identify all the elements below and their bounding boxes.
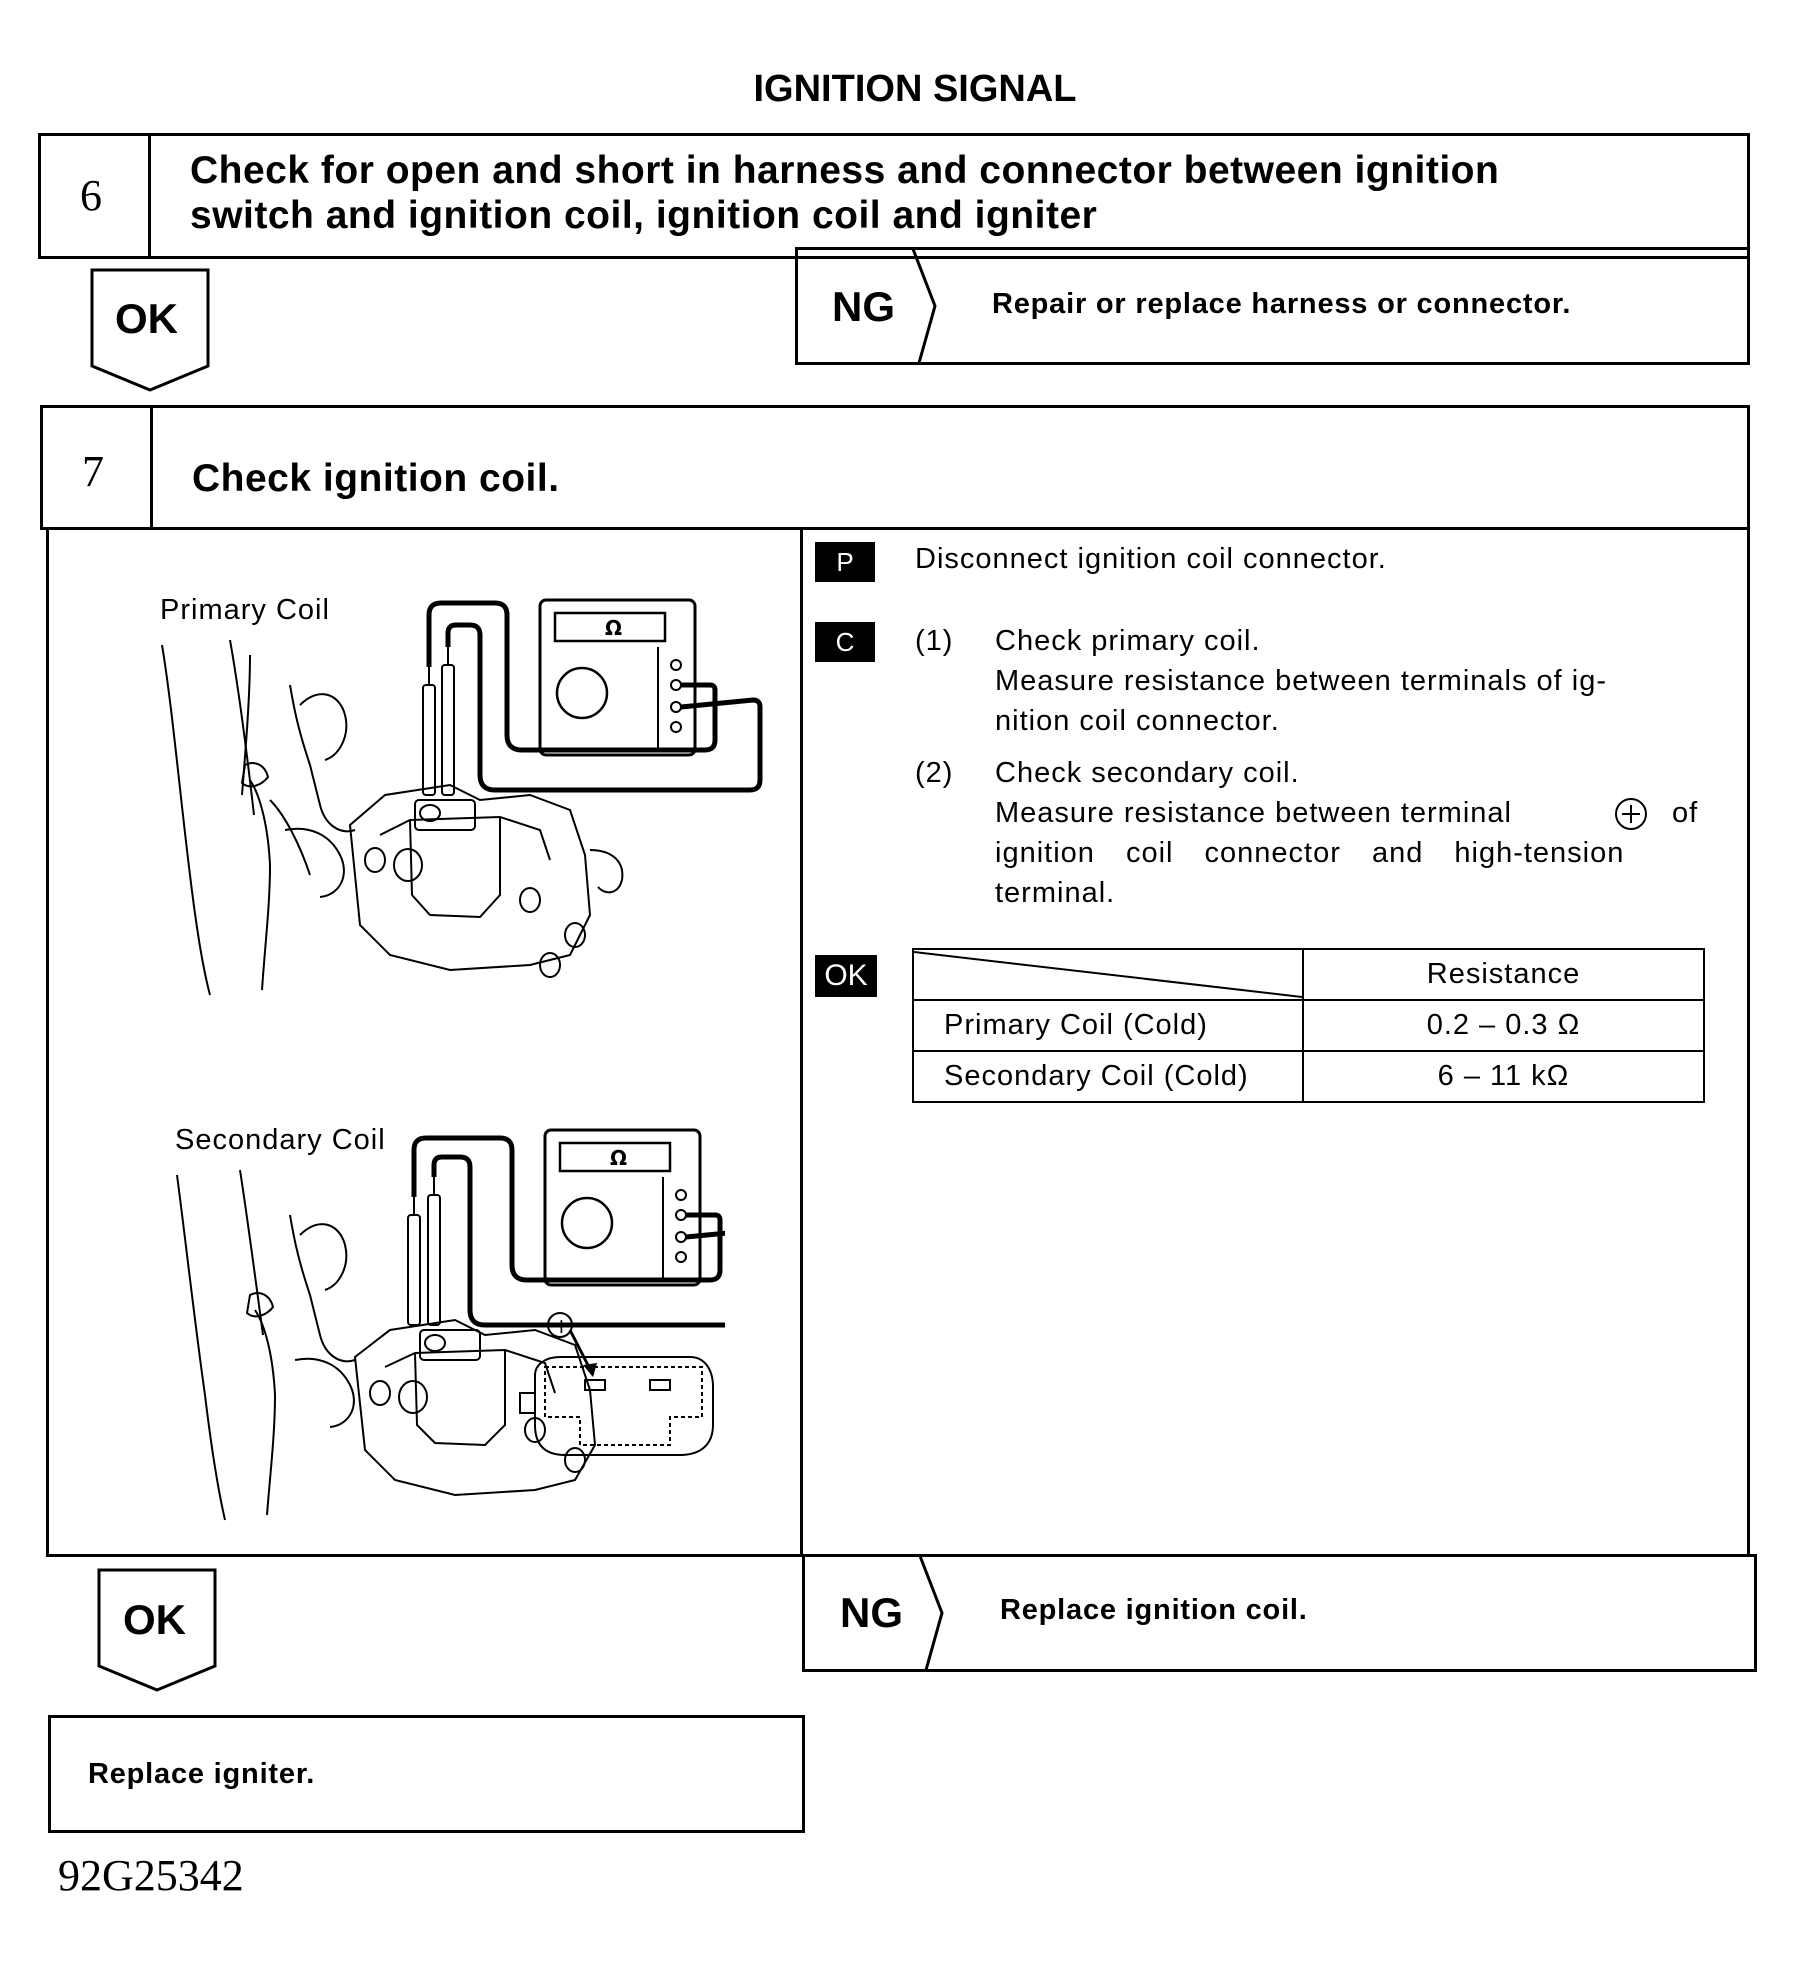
step6-ng-box — [795, 247, 1750, 365]
step6-ng-chevron — [911, 248, 937, 364]
step7-ng-action: Replace ignition coil. — [1000, 1594, 1308, 1626]
step7-ng-label: NG — [840, 1589, 903, 1636]
step6-divider — [148, 133, 151, 259]
c2-line2a: Measure resistance between terminal — [995, 797, 1512, 829]
resistance-table: Resistance Primary Coil (Cold) 0.2 – 0.3… — [912, 948, 1705, 1103]
c2-line2b: of — [1672, 797, 1699, 829]
secondary-coil-label: Secondary Coil — [175, 1124, 386, 1156]
table-row-value: 6 – 11 kΩ — [1302, 1050, 1705, 1103]
c2-line4: terminal. — [995, 877, 1116, 909]
c2-line3: ignition coil connector and high-tension — [995, 837, 1625, 869]
step6-box — [38, 133, 1750, 259]
step6-ok-label: OK — [115, 295, 178, 342]
step6-heading-line1: Check for open and short in harness and … — [190, 149, 1500, 192]
plus-symbol: + — [553, 1314, 570, 1338]
table-corner-cell — [912, 948, 1304, 1001]
step6-heading-line2: switch and ignition coil, ignition coil … — [190, 194, 1098, 237]
c1-line1: Check primary coil. — [995, 625, 1261, 657]
plus-terminal-icon — [1615, 798, 1647, 830]
c2-number: (2) — [915, 757, 954, 789]
c2-line1: Check secondary coil. — [995, 757, 1300, 789]
step7-number: 7 — [82, 447, 104, 496]
c-badge: C — [815, 622, 875, 662]
step7-column-divider — [800, 527, 803, 1557]
step7-ng-box — [802, 1554, 1757, 1672]
step7-ok-label: OK — [123, 1596, 186, 1643]
table-header-row: Resistance — [912, 948, 1705, 1001]
step6-number: 6 — [80, 171, 102, 220]
table-row-label: Secondary Coil (Cold) — [912, 1050, 1304, 1103]
step7-ng-chevron — [918, 1555, 944, 1671]
step7-divider — [150, 405, 153, 530]
page-title: IGNITION SIGNAL — [753, 68, 1077, 110]
step6-ok-tab — [90, 268, 210, 392]
table-row-label: Primary Coil (Cold) — [912, 999, 1304, 1052]
secondary-coil-illustration: + Ω — [176, 1128, 725, 1521]
table-row: Primary Coil (Cold) 0.2 – 0.3 Ω — [912, 999, 1705, 1052]
p-badge: P — [815, 542, 875, 582]
c1-line3: nition coil connector. — [995, 705, 1280, 737]
figure-code: 92G25342 — [58, 1851, 244, 1900]
table-row-value: 0.2 – 0.3 Ω — [1302, 999, 1705, 1052]
table-row: Secondary Coil (Cold) 6 – 11 kΩ — [912, 1050, 1705, 1103]
secondary-ohm-symbol: Ω — [610, 1146, 627, 1170]
step7-heading: Check ignition coil. — [192, 457, 560, 500]
c1-number: (1) — [915, 625, 954, 657]
p-text: Disconnect ignition coil connector. — [915, 543, 1387, 575]
table-header-resistance: Resistance — [1302, 948, 1705, 1001]
primary-ohm-symbol: Ω — [605, 616, 622, 640]
diagonal-line — [914, 951, 1302, 998]
primary-coil-label: Primary Coil — [160, 594, 330, 626]
primary-coil-illustration: Ω — [161, 598, 763, 996]
c1-line2: Measure resistance between terminals of … — [995, 665, 1607, 697]
final-action-text: Replace igniter. — [88, 1758, 316, 1790]
final-action-box — [48, 1715, 805, 1833]
step7-ok-tab — [97, 1568, 217, 1692]
ok-badge: OK — [815, 955, 877, 997]
step6-ng-action: Repair or replace harness or connector. — [992, 288, 1572, 320]
step6-ng-label: NG — [832, 283, 895, 330]
